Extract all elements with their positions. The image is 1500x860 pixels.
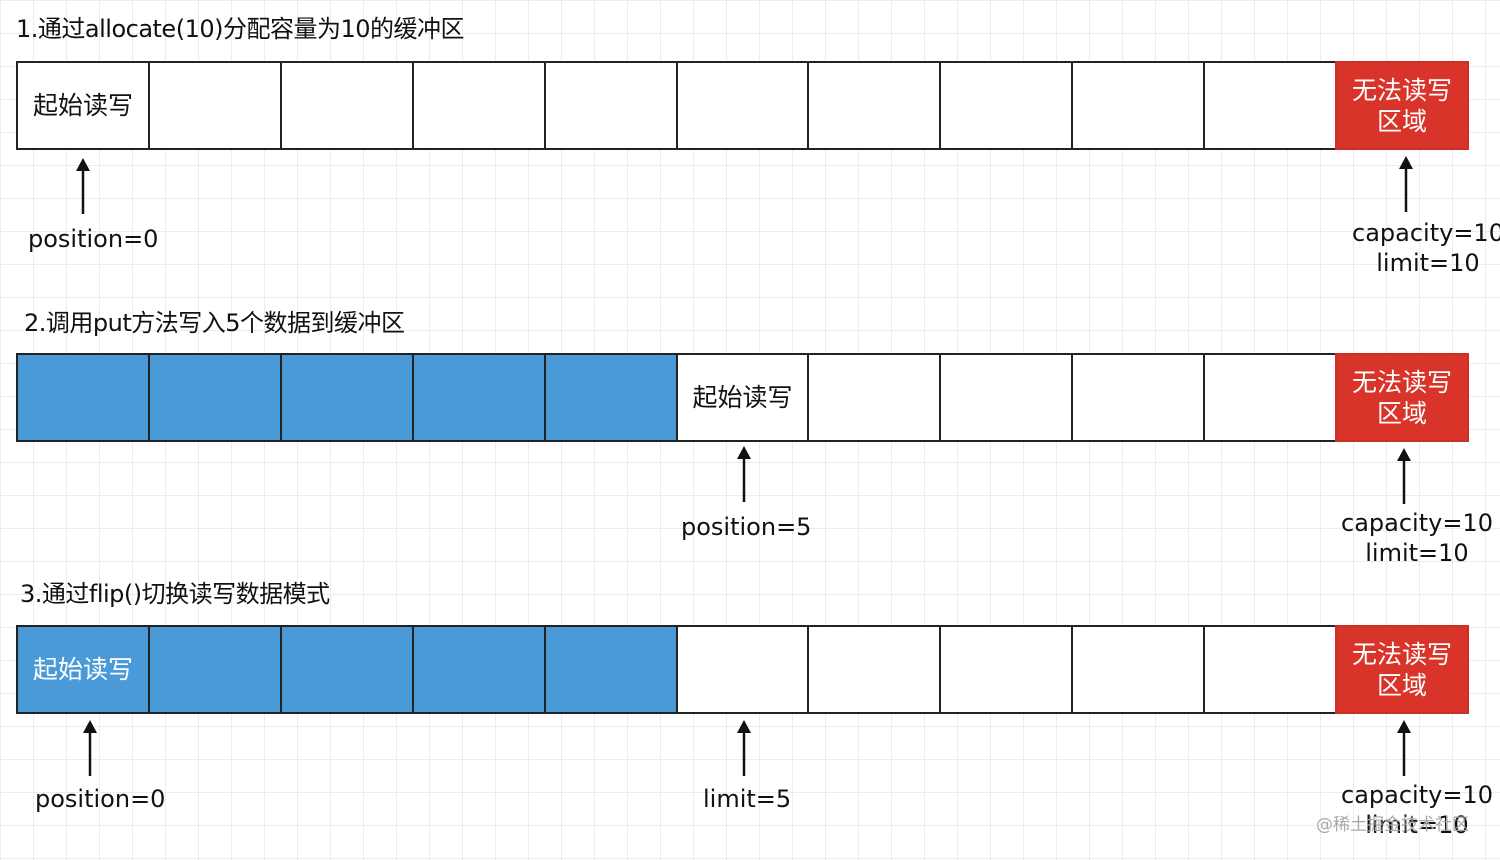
step1-empty-buffer-cell-5 (675, 61, 810, 150)
step3-empty-buffer-cell-7 (939, 625, 1074, 714)
step2-empty-buffer-cell-9 (1203, 353, 1338, 442)
step1-unreadable-region-cell-10: 无法读写 区域 (1335, 61, 1469, 150)
step3-empty-buffer-cell-8 (1071, 625, 1206, 714)
cell-label: 无法读写 区域 (1352, 75, 1453, 136)
step3-empty-buffer-cell-9 (1203, 625, 1338, 714)
step1-empty-buffer-cell-1 (147, 61, 282, 150)
step3-filled-buffer-cell-4 (543, 625, 678, 714)
step2-position-label: position=5 (681, 513, 812, 541)
cell-label: 无法读写 区域 (1352, 639, 1453, 700)
step2-empty-buffer-cell-6 (807, 353, 942, 442)
step3-unreadable-region-cell-10: 无法读写 区域 (1335, 625, 1469, 714)
step1-empty-buffer-cell-3 (411, 61, 546, 150)
step3-capacity-arrow-icon (1397, 720, 1411, 778)
step1-capacity-limit-label: capacity=10 limit=10 (1352, 219, 1500, 277)
step1-empty-buffer-cell-6 (807, 61, 942, 150)
step3-capacity-limit-label: capacity=10 limit=10 (1341, 781, 1493, 839)
step1-position-label: position=0 (28, 225, 159, 253)
step3-buffer: 起始读写 无法读写 区域 (16, 625, 1469, 714)
step3-empty-buffer-cell-5 (675, 625, 810, 714)
step1-empty-buffer-cell-9 (1203, 61, 1338, 150)
step1-empty-buffer-cell-0: 起始读写 (16, 61, 150, 150)
step1-empty-buffer-cell-7 (939, 61, 1074, 150)
step2-unreadable-region-cell-10: 无法读写 区域 (1335, 353, 1469, 442)
step3-filled-buffer-cell-1 (147, 625, 282, 714)
step2-buffer: 起始读写 无法读写 区域 (16, 353, 1469, 442)
step2-capacity-arrow-icon (1397, 448, 1411, 506)
step1-empty-buffer-cell-8 (1071, 61, 1206, 150)
step2-empty-buffer-cell-5: 起始读写 (675, 353, 810, 442)
step2-filled-buffer-cell-3 (411, 353, 546, 442)
step2-filled-buffer-cell-4 (543, 353, 678, 442)
step1-empty-buffer-cell-2 (279, 61, 414, 150)
step1-position-arrow-icon (76, 158, 90, 216)
step2-position-arrow-icon (737, 446, 751, 504)
watermark: @稀土掘金技术社区 (1316, 815, 1469, 835)
step3-empty-buffer-cell-6 (807, 625, 942, 714)
step2-filled-buffer-cell-1 (147, 353, 282, 442)
step3-filled-buffer-cell-2 (279, 625, 414, 714)
step3-position-arrow-icon (83, 720, 97, 778)
step3-heading: 3.通过flip()切换读写数据模式 (20, 580, 330, 608)
cell-label: 无法读写 区域 (1352, 367, 1453, 428)
step2-empty-buffer-cell-8 (1071, 353, 1206, 442)
step3-filled-buffer-cell-3 (411, 625, 546, 714)
step1-heading: 1.通过allocate(10)分配容量为10的缓冲区 (16, 15, 465, 43)
step3-limit-label: limit=5 (703, 785, 792, 813)
step2-filled-buffer-cell-2 (279, 353, 414, 442)
step3-limit-arrow-icon (737, 720, 751, 778)
step2-filled-buffer-cell-0 (16, 353, 150, 442)
step2-heading: 2.调用put方法写入5个数据到缓冲区 (24, 309, 405, 337)
step2-capacity-limit-label: capacity=10 limit=10 (1341, 509, 1493, 567)
step1-buffer: 起始读写 无法读写 区域 (16, 61, 1469, 150)
step3-filled-buffer-cell-0: 起始读写 (16, 625, 150, 714)
cell-label: 起始读写 (32, 91, 133, 120)
step1-capacity-arrow-icon (1399, 156, 1413, 214)
cell-label: 起始读写 (32, 655, 133, 684)
step3-position-label: position=0 (35, 785, 166, 813)
step2-empty-buffer-cell-7 (939, 353, 1074, 442)
step1-empty-buffer-cell-4 (543, 61, 678, 150)
cell-label: 起始读写 (692, 383, 793, 412)
